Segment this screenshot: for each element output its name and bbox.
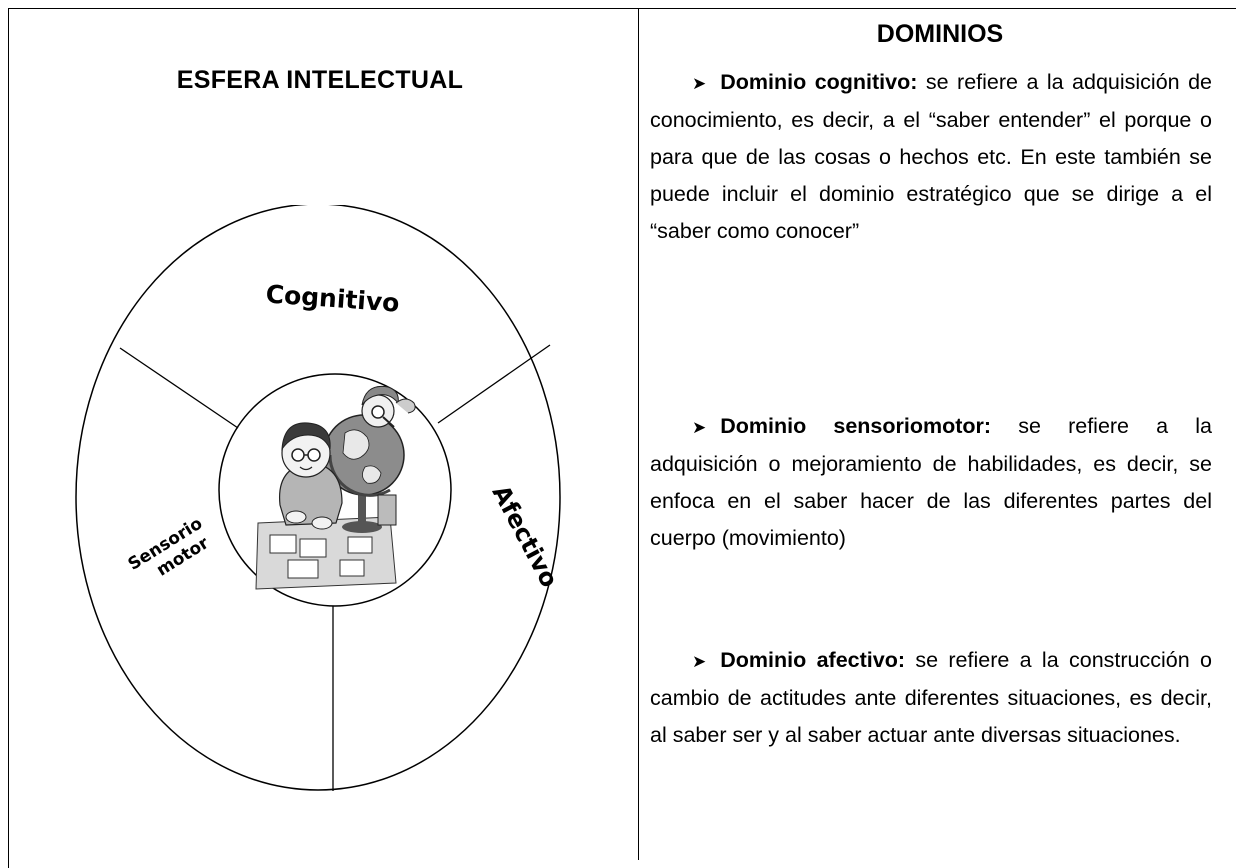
domain-description: se refiere a la construcción o cambio de…: [650, 648, 1212, 747]
domain-section-sensoriomotor: ➤ Dominio sensoriomotor: se refiere a la …: [650, 408, 1212, 557]
arrowhead-bullet-icon: ➤: [692, 652, 707, 671]
segment-label-afectivo: Afectivo: [487, 481, 564, 592]
arrowhead-bullet-icon: ➤: [692, 418, 707, 437]
arrowhead-bullet-icon: ➤: [692, 74, 707, 93]
left-column-title: ESFERA INTELECTUAL: [176, 66, 464, 94]
right-column-title: DOMINIOS: [876, 20, 1004, 48]
domain-description: se refiere a la adquisición de conocimie…: [650, 70, 1212, 243]
domains-circle-diagram: Cognitivo Afectivo Sensorio motor: [75, 205, 564, 791]
children-globe-puzzle-image: [255, 385, 416, 590]
column-divider: [638, 8, 639, 860]
domain-term: Dominio sensoriomotor:: [720, 414, 992, 438]
segment-label-cognitivo: Cognitivo: [265, 279, 400, 317]
domain-section-afectivo: ➤ Dominio afectivo: se refiere a la const…: [650, 642, 1212, 754]
content-table: [8, 8, 1236, 868]
divider-line-right: [437, 344, 551, 424]
domain-description: se refiere a la adquisición o mejoramien…: [650, 414, 1212, 550]
domain-section-cognitivo: ➤ Dominio cognitivo: se refiere a la adqu…: [650, 64, 1212, 250]
segment-label-sensorio-motor: Sensorio motor: [125, 514, 213, 581]
domain-term: Dominio afectivo:: [720, 648, 905, 672]
domain-term: Dominio cognitivo:: [720, 70, 918, 94]
outer-circle: [75, 205, 561, 791]
divider-line-left: [119, 347, 239, 429]
